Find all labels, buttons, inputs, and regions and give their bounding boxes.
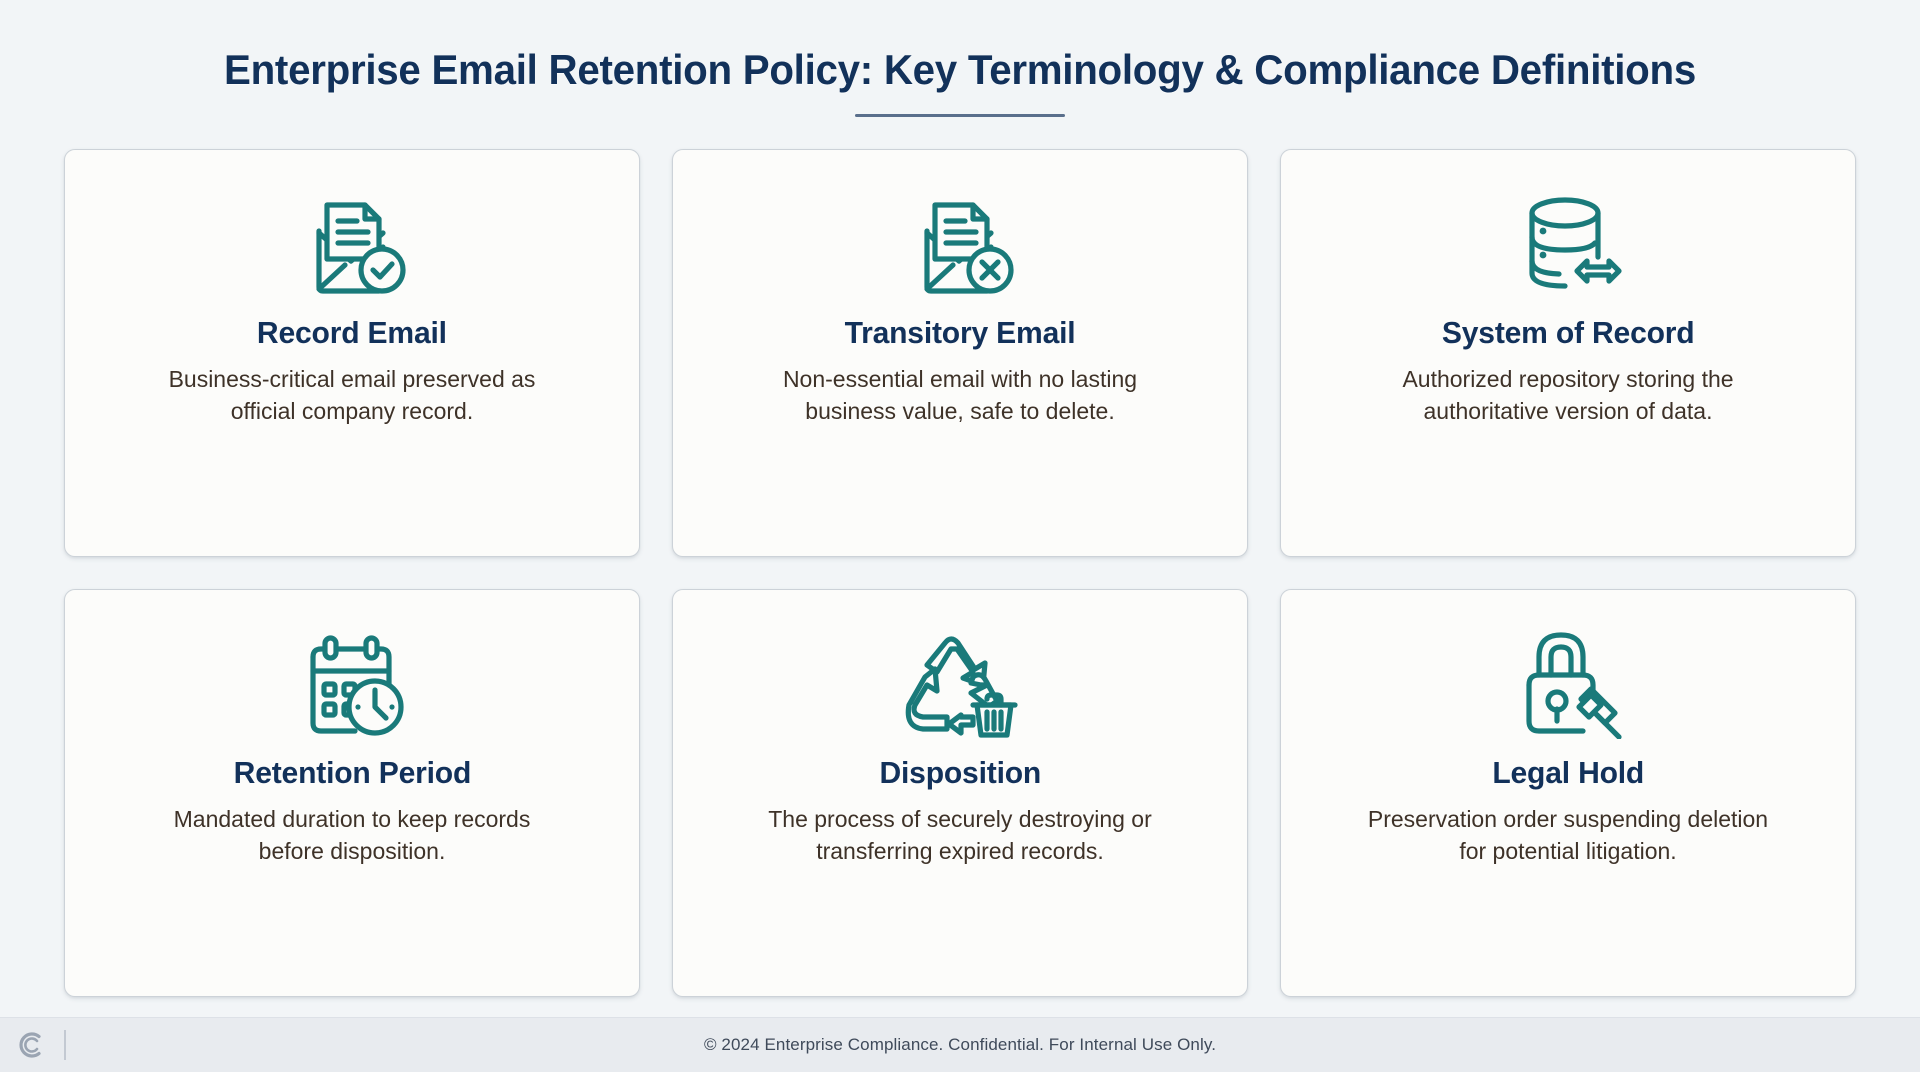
card-description: The process of securely destroying or tr… xyxy=(768,806,1152,864)
definition-card-grid: Record Email Business-critical email pre… xyxy=(0,117,1920,1017)
card-title: System of Record xyxy=(1441,315,1695,351)
title-accent-rule xyxy=(855,114,1065,118)
card-description: Preservation order suspending deletion f… xyxy=(1367,806,1769,864)
card-title: Disposition xyxy=(879,755,1041,791)
card-description: Business-critical email preserved as off… xyxy=(168,366,536,425)
envelope-document-x-icon xyxy=(901,184,1019,302)
definition-card-system-of-record[interactable]: System of Record Authorized repository s… xyxy=(1280,149,1856,558)
slide-footer: © 2024 Enterprise Compliance. Confidenti… xyxy=(0,1017,1920,1072)
brand-mark xyxy=(14,1028,66,1062)
definition-card-legal-hold[interactable]: Legal Hold Preservation order suspending… xyxy=(1280,589,1856,997)
card-description: Non-essential email with no lasting busi… xyxy=(782,366,1138,425)
brand-divider xyxy=(64,1030,66,1060)
card-description: Authorized repository storing the author… xyxy=(1402,366,1734,425)
card-title: Retention Period xyxy=(233,755,471,791)
slide-header: Enterprise Email Retention Policy: Key T… xyxy=(0,0,1920,118)
calendar-clock-icon xyxy=(293,624,411,742)
card-title: Record Email xyxy=(257,315,447,351)
card-title: Legal Hold xyxy=(1492,755,1644,791)
definition-card-retention-period[interactable]: Retention Period Mandated duration to ke… xyxy=(64,589,640,997)
definition-card-transitory-email[interactable]: Transitory Email Non-essential email wit… xyxy=(672,149,1248,558)
page-title: Enterprise Email Retention Policy: Key T… xyxy=(223,46,1697,93)
card-description: Mandated duration to keep records before… xyxy=(173,806,531,864)
lock-gavel-icon xyxy=(1509,624,1627,742)
envelope-document-check-icon xyxy=(293,184,411,302)
footer-copyright: © 2024 Enterprise Compliance. Confidenti… xyxy=(703,1035,1217,1054)
recycle-trash-icon xyxy=(901,624,1019,742)
letter-c-logo xyxy=(19,1032,41,1058)
definition-card-disposition[interactable]: Disposition The process of securely dest… xyxy=(672,589,1248,997)
card-title: Transitory Email xyxy=(844,315,1076,351)
definition-card-record-email[interactable]: Record Email Business-critical email pre… xyxy=(64,149,640,558)
database-exchange-icon xyxy=(1509,184,1627,302)
